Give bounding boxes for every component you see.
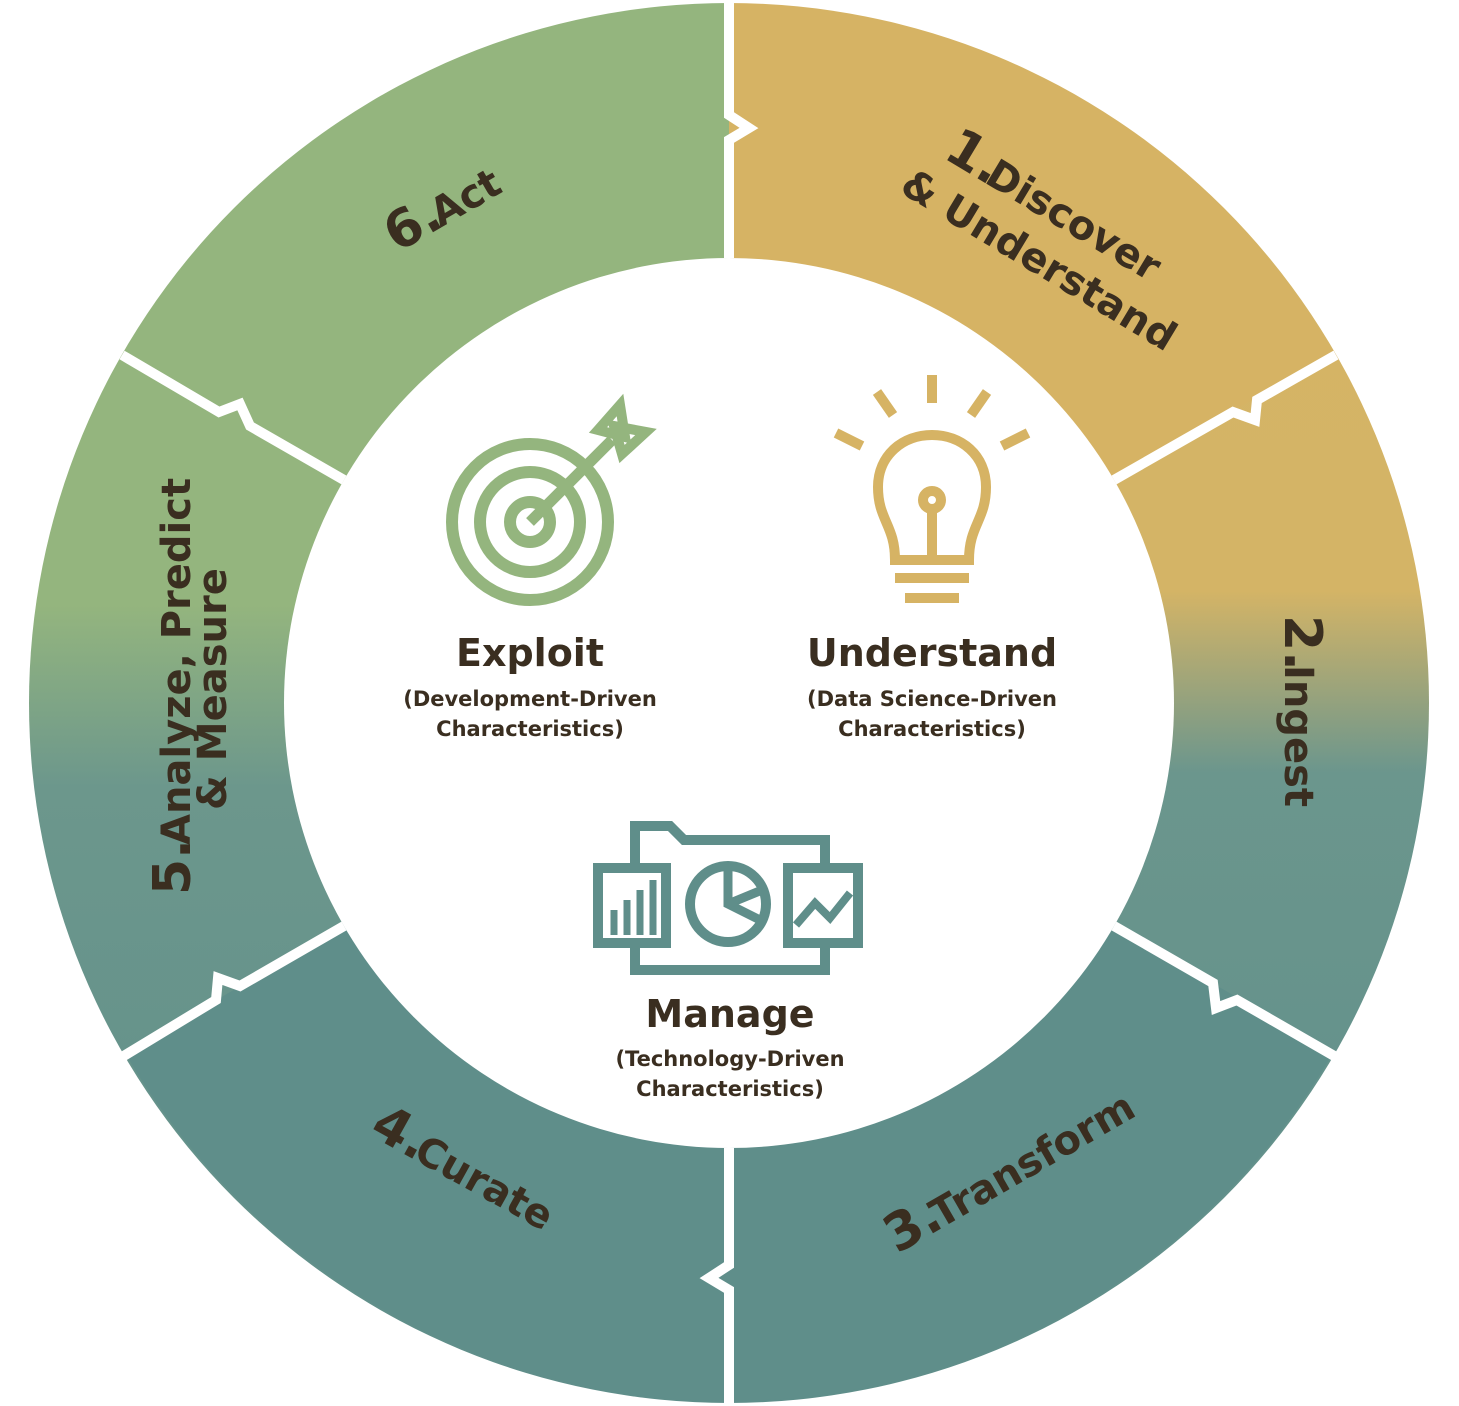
segment-5-title: Analyze, Predict (154, 478, 200, 845)
exploit-sub2: Characteristics) (436, 717, 624, 741)
understand-sub2: Characteristics) (838, 717, 1026, 741)
segment-2-title: Ingest (1275, 665, 1321, 807)
understand-block: Understand (Data Science-Driven Characte… (807, 631, 1057, 741)
divider-upper-left (119, 350, 347, 485)
divider-bottom (699, 1148, 734, 1406)
segment-5-number: 5. (143, 839, 203, 895)
segment-2-number: 2. (1272, 615, 1332, 671)
manage-title: Manage (645, 992, 814, 1036)
divider-top (724, 0, 759, 258)
understand-sub1: (Data Science-Driven (807, 687, 1057, 711)
lightbulb-icon (833, 375, 1031, 603)
dashboard-folder-icon (593, 821, 863, 975)
segment-2-label: 2. Ingest (1272, 615, 1332, 807)
manage-sub1: (Technology-Driven (615, 1047, 844, 1071)
exploit-title: Exploit (456, 631, 604, 675)
understand-title: Understand (807, 631, 1057, 675)
exploit-block: Exploit (Development-Driven Characterist… (403, 631, 657, 741)
manage-block: Manage (Technology-Driven Characteristic… (615, 992, 844, 1101)
target-icon (446, 393, 657, 606)
divider-lower-left (119, 921, 347, 1062)
manage-sub2: Characteristics) (636, 1077, 824, 1101)
exploit-sub1: (Development-Driven (403, 687, 657, 711)
segment-5-subtitle: & Measure (190, 568, 236, 810)
segment-5-label: 5. Analyze, Predict & Measure (143, 478, 236, 895)
divider-lower-right (1111, 921, 1339, 1062)
divider-upper-right (1111, 350, 1339, 485)
segment-dividers (119, 0, 1339, 1406)
